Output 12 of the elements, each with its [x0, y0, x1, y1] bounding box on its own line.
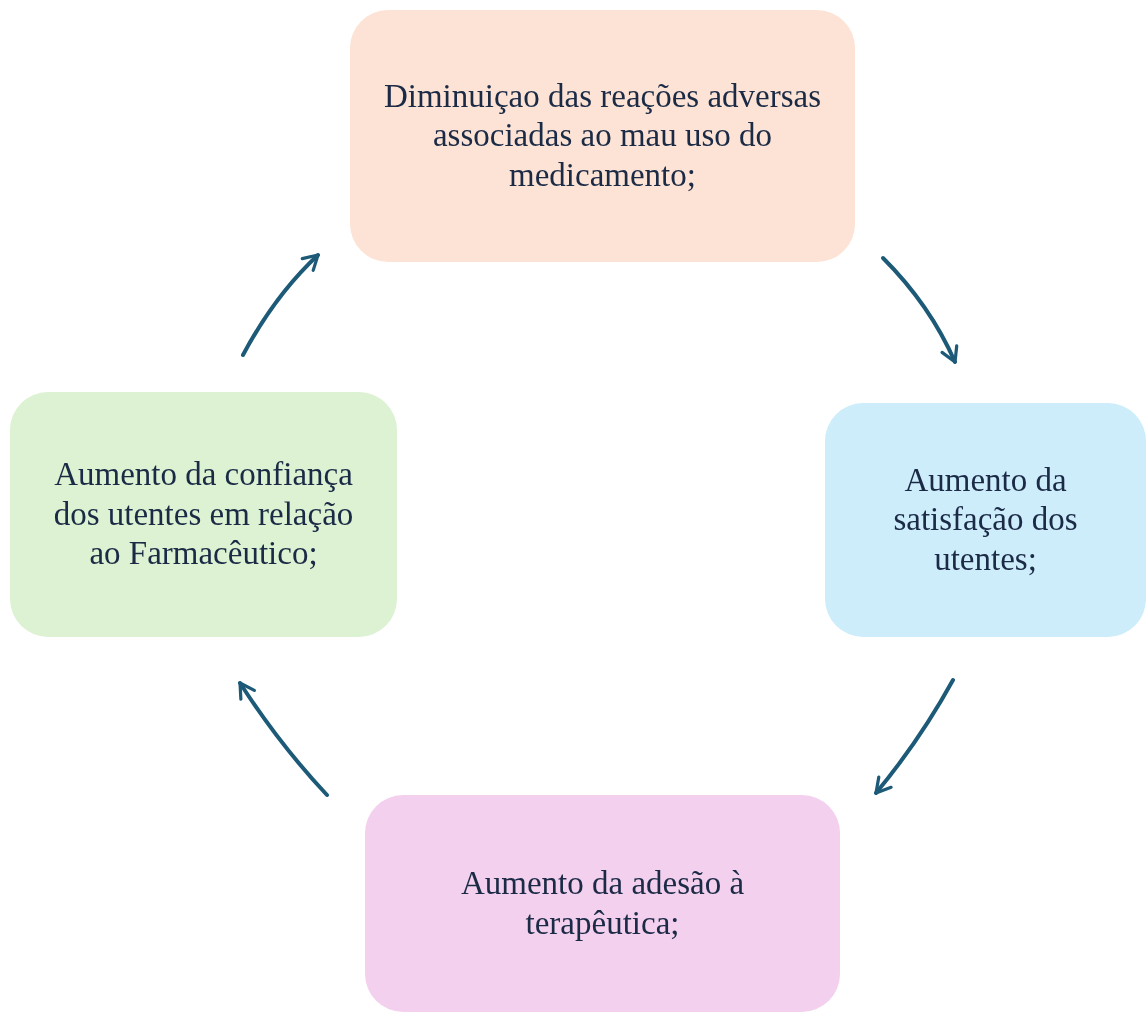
box-text: Aumento da confiança dos utentes em relação ao Farmacêutico; — [52, 455, 355, 574]
curved-arrow — [238, 681, 329, 797]
process-box — [350, 10, 855, 262]
process-box — [825, 403, 1146, 637]
curved-arrow — [874, 678, 955, 795]
box-text: Diminuiçao das reações adversas associadas ao mau uso do medicamento; — [382, 76, 823, 195]
curved-arrow — [881, 256, 959, 364]
box-text: Aumento da satisfação dos utentes; — [892, 460, 1079, 579]
process-box — [365, 795, 840, 1012]
curved-arrow — [241, 253, 320, 357]
box-text: Aumento da adesão à terapêutica; — [459, 863, 746, 943]
process-box — [10, 392, 397, 637]
